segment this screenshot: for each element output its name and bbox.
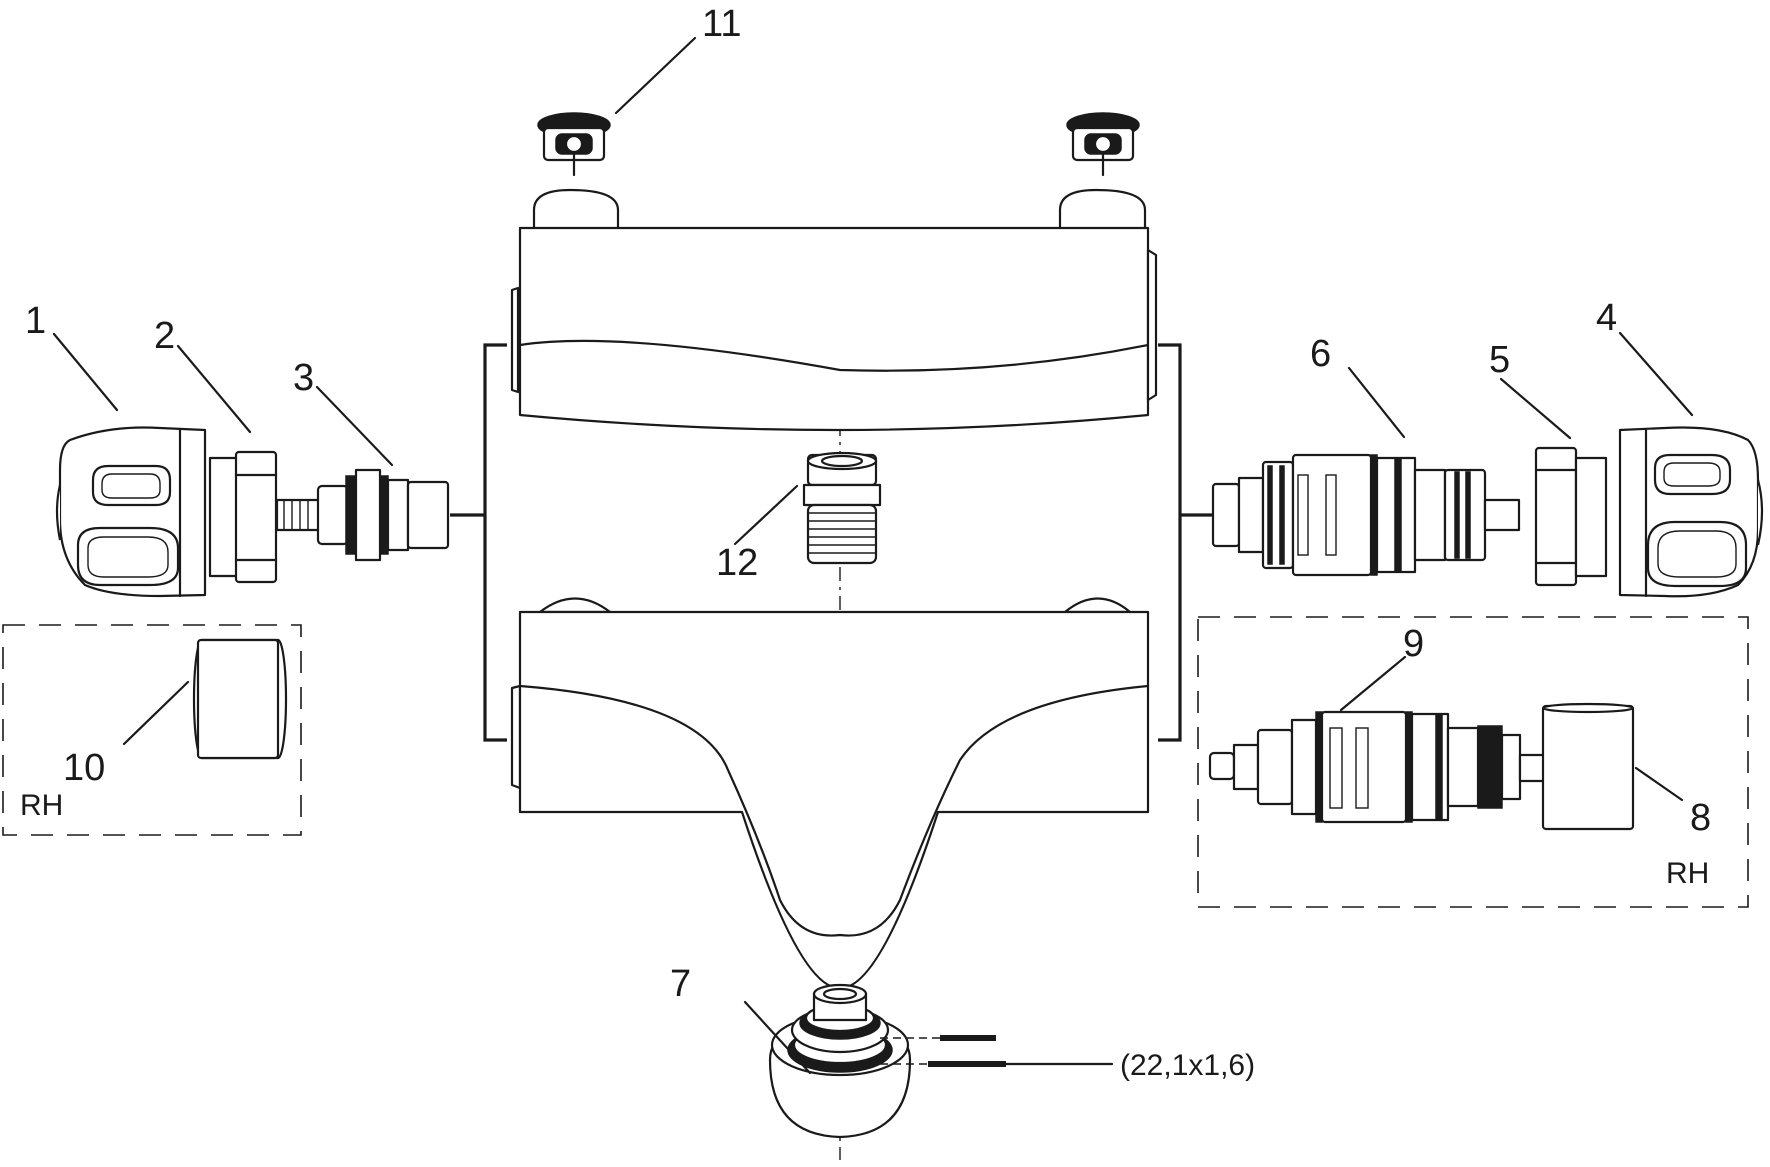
callout-6: 6 [1310, 333, 1331, 375]
thermostatic-cartridge [1211, 453, 1521, 577]
dashed-box-left [2, 624, 302, 836]
leader-lines [52, 36, 1694, 1075]
rh-label-left: RH [20, 789, 63, 822]
cap-left [192, 638, 288, 760]
threaded-nipple [802, 451, 882, 565]
cap-right [1541, 702, 1635, 831]
check-valve-left [537, 112, 611, 177]
callout-10: 10 [63, 747, 105, 789]
mixer-body-lower [510, 597, 1150, 990]
bottom-connector [768, 983, 1114, 1139]
handle-right [1618, 426, 1764, 598]
check-valve-right [1066, 112, 1140, 177]
adapter-right [1534, 446, 1608, 587]
callout-2: 2 [154, 315, 175, 357]
cartridge-rh [1208, 710, 1550, 824]
callout-9: 9 [1403, 623, 1424, 665]
callout-5: 5 [1489, 339, 1510, 381]
callout-4: 4 [1596, 297, 1617, 339]
bracket-left [483, 343, 507, 742]
callout-11: 11 [702, 3, 741, 45]
dashed-box-right [1197, 616, 1749, 908]
mixer-body-upper [510, 188, 1158, 432]
bracket-right [1158, 343, 1182, 742]
rh-label-right: RH [1666, 857, 1709, 890]
callout-1: 1 [25, 300, 46, 342]
pipe-dimension-label: (22,1x1,6) [1120, 1049, 1255, 1082]
callout-12: 12 [716, 542, 758, 584]
callout-3: 3 [293, 357, 314, 399]
adapter-left [208, 450, 278, 584]
callout-7: 7 [670, 963, 691, 1005]
headpart-left [275, 468, 450, 562]
handle-left [55, 426, 207, 598]
callout-8: 8 [1690, 797, 1711, 839]
